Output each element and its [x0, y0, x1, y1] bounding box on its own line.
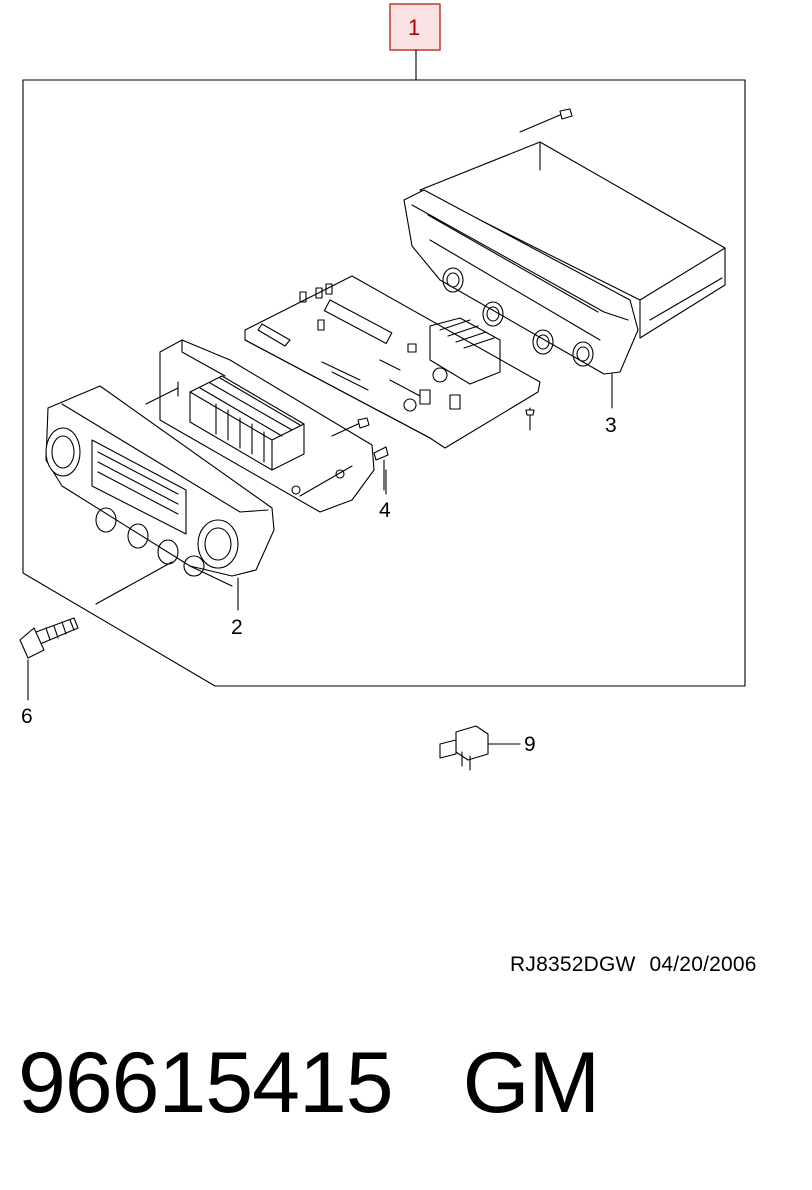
screw-6 [19, 561, 173, 659]
brand: GM [462, 1035, 601, 1131]
screw-4 [373, 446, 389, 491]
exploded-parts-diagram: 1 2 3 4 6 9 [19, 3, 746, 771]
rear-housing [403, 141, 726, 375]
screw-top [519, 108, 573, 133]
drawing-date: 04/20/2006 [649, 953, 757, 976]
callout-6-label[interactable]: 6 [21, 705, 33, 728]
front-control-panel [45, 385, 275, 587]
small-screw-board [525, 407, 535, 431]
part-number: 96615415 [18, 1035, 394, 1131]
screw-bracket-top [331, 417, 370, 437]
callout-1-box[interactable] [389, 3, 441, 51]
connector-9 [439, 725, 521, 771]
circuit-board [244, 275, 541, 449]
callout-2-label[interactable]: 2 [231, 616, 243, 639]
display-module [189, 375, 305, 471]
drawing-code: RJ8352DGW [510, 953, 636, 976]
callout-9-label[interactable]: 9 [524, 733, 536, 756]
callout-3-label[interactable]: 3 [605, 414, 617, 437]
assembly-frame [22, 79, 746, 687]
drawing-reference: RJ8352DGW 04/20/2006 [510, 953, 771, 977]
callout-1-label[interactable]: 1 [408, 15, 420, 40]
callout-4-label[interactable]: 4 [379, 499, 391, 522]
